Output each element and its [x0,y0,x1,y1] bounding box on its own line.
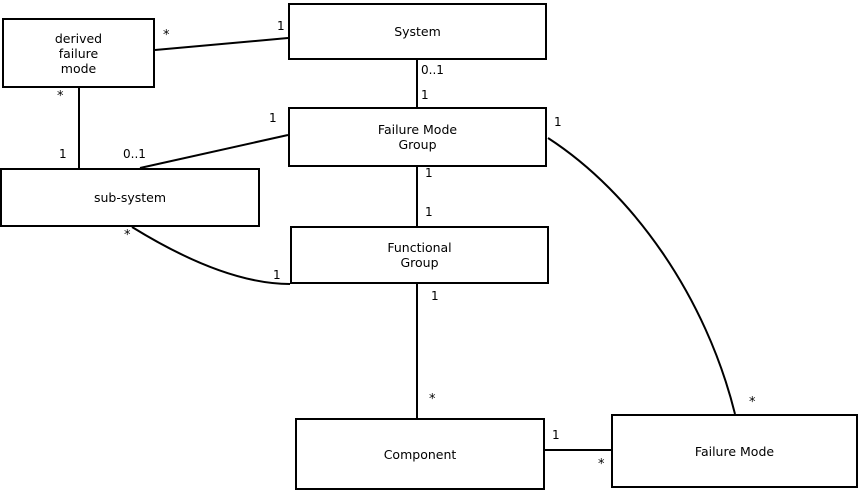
multiplicity-label-system-to-fmg: 0..1 [421,63,444,77]
multiplicity-label-subsystem-to-fmg: 0..1 [123,147,146,161]
multiplicity-label-fm-to-component: * [598,457,605,472]
multiplicity-label-fg-to-component: 1 [431,289,439,303]
class-name-component: Component [383,446,457,462]
multiplicity-label-system-to-dfm: 1 [277,19,285,33]
class-box-failure-mode[interactable]: Failure Mode [611,414,858,488]
class-box-sub-system[interactable]: sub-system [0,168,260,227]
multiplicity-label-fg-to-fmg: 1 [425,205,433,219]
class-name-failure-mode: Failure Mode [694,443,775,459]
multiplicity-label-fmg-to-subsystem: 1 [269,111,277,125]
multiplicity-label-dfm-to-system: * [163,28,170,43]
multiplicity-label-component-to-fg: * [429,392,436,407]
multiplicity-label-fmg-to-system: 1 [421,88,429,102]
class-name-failure-mode-group: Failure Mode Group [377,122,458,152]
class-box-system[interactable]: System [288,3,547,60]
multiplicity-label-dfm-to-subsystem: * [57,89,64,104]
class-name-sub-system: sub-system [93,190,167,205]
class-box-component[interactable]: Component [295,418,545,490]
class-name-derived-failure-mode: derived failure mode [54,30,103,76]
class-box-derived-failure-mode[interactable]: derived failure mode [2,18,155,88]
class-name-system: System [394,24,441,39]
multiplicity-label-fg-to-subsystem: 1 [273,268,281,282]
class-name-functional-group: Functional Group [387,240,452,270]
association-line-failure-mode-group-failure-mode [547,137,736,415]
multiplicity-label-fmg-to-fg: 1 [425,166,433,180]
association-line-sub-system-failure-mode-group [139,134,289,169]
multiplicity-label-subsystem-to-dfm: 1 [59,147,67,161]
association-line-sub-system-functional-group [131,226,291,285]
class-box-functional-group[interactable]: Functional Group [290,226,549,284]
multiplicity-label-component-to-fm: 1 [552,428,560,442]
multiplicity-label-subsystem-to-fg: * [124,228,131,243]
multiplicity-label-fm-to-fmg: * [749,395,756,410]
association-line-derived-failure-mode-system [154,37,289,51]
class-box-failure-mode-group[interactable]: Failure Mode Group [288,107,547,167]
multiplicity-label-fmg-to-fm: 1 [554,115,562,129]
